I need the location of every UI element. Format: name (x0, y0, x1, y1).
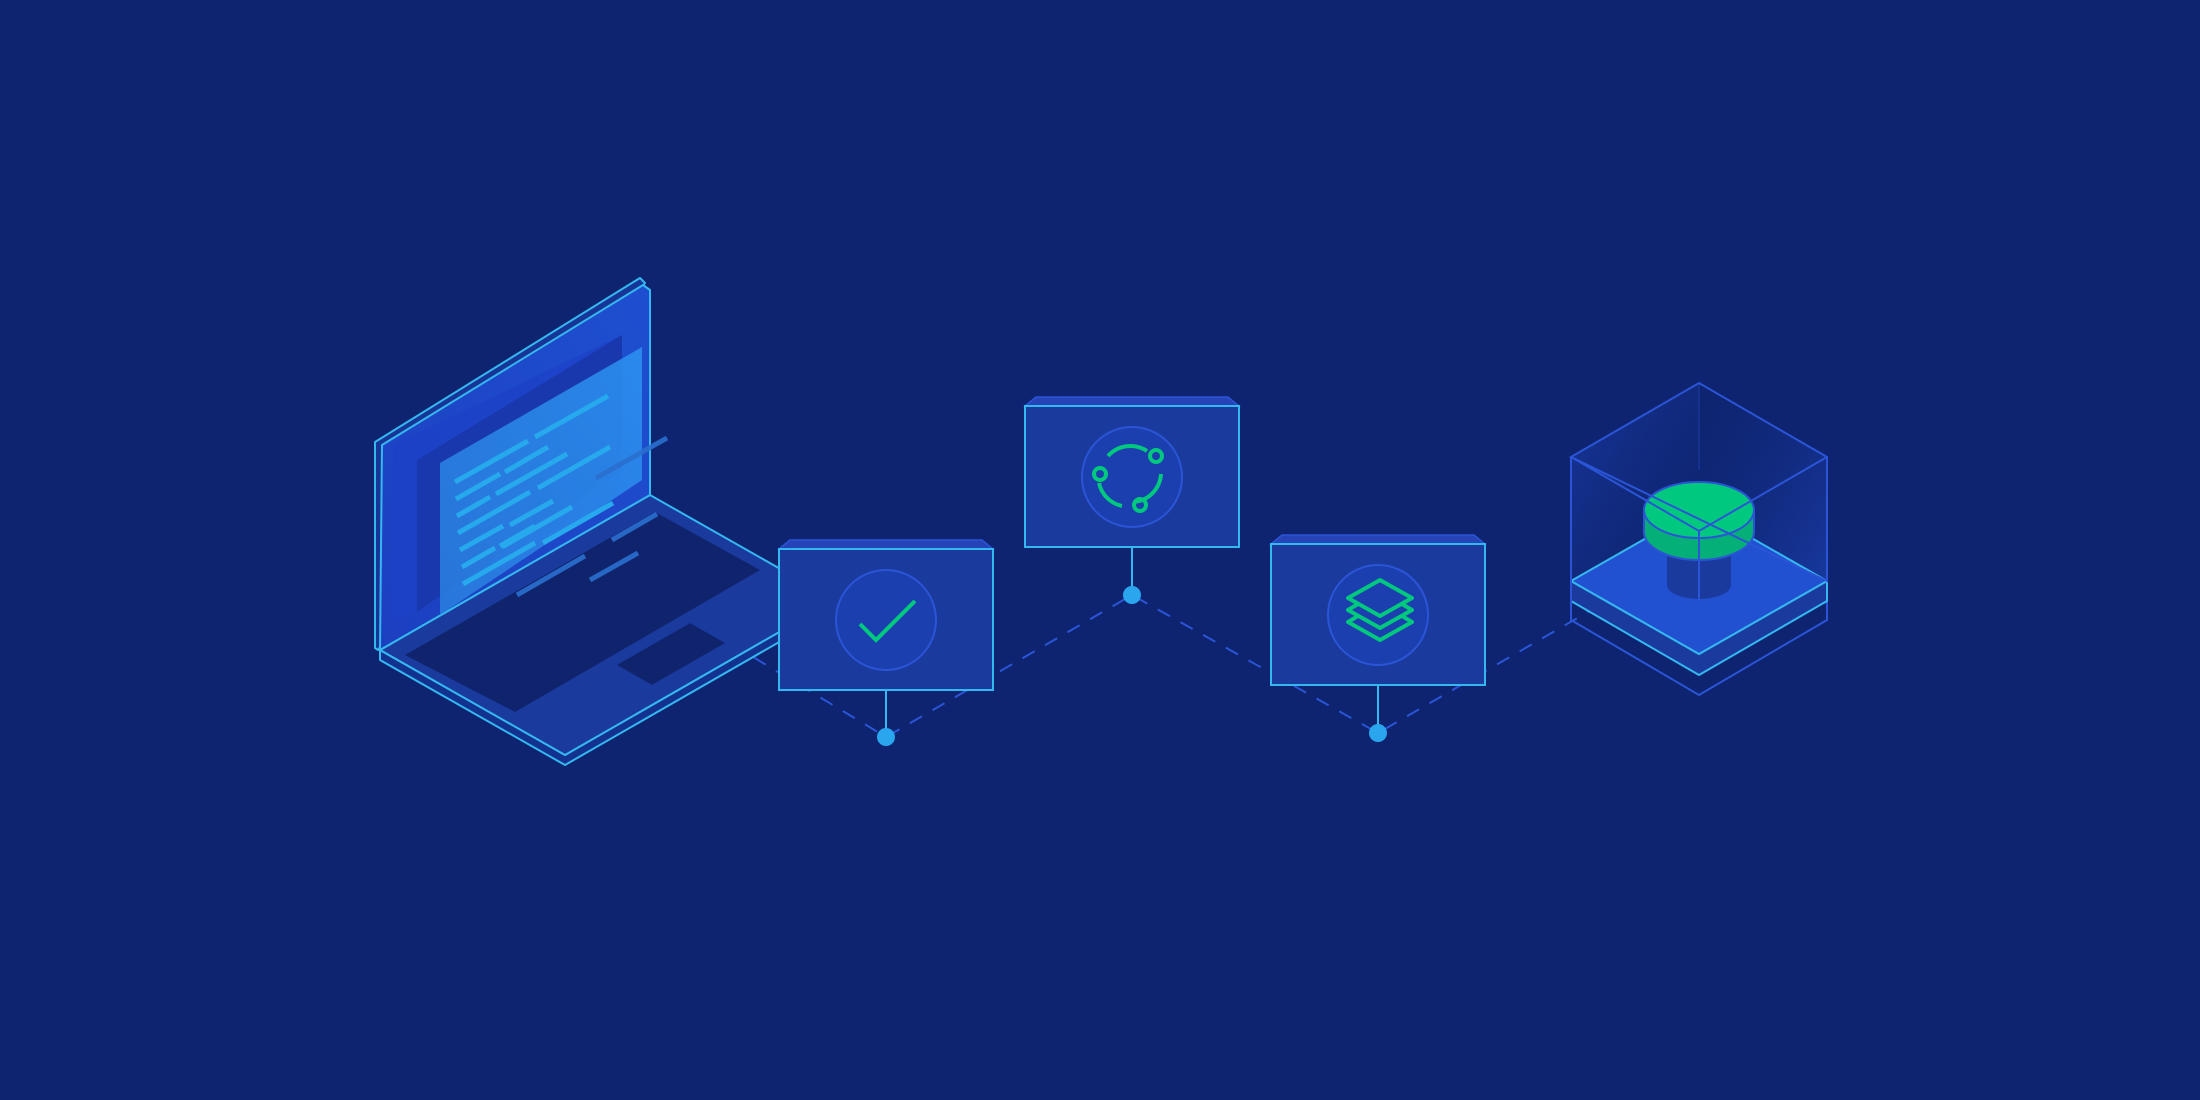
step-card-check (776, 539, 996, 746)
node-dot (1369, 724, 1387, 742)
laptop-icon (374, 277, 836, 766)
layers-icon (1346, 578, 1414, 642)
sync-icon (1092, 443, 1164, 513)
node-dot (1123, 586, 1141, 604)
node-dot (877, 728, 895, 746)
laptop-keyboard (405, 512, 760, 712)
code-lines (453, 393, 615, 587)
laptop-touchpad (612, 620, 730, 688)
step-card-sync (1022, 396, 1242, 604)
check-icon (858, 599, 917, 643)
database-cube-icon (1568, 381, 1828, 697)
step-card-layers (1268, 534, 1488, 742)
